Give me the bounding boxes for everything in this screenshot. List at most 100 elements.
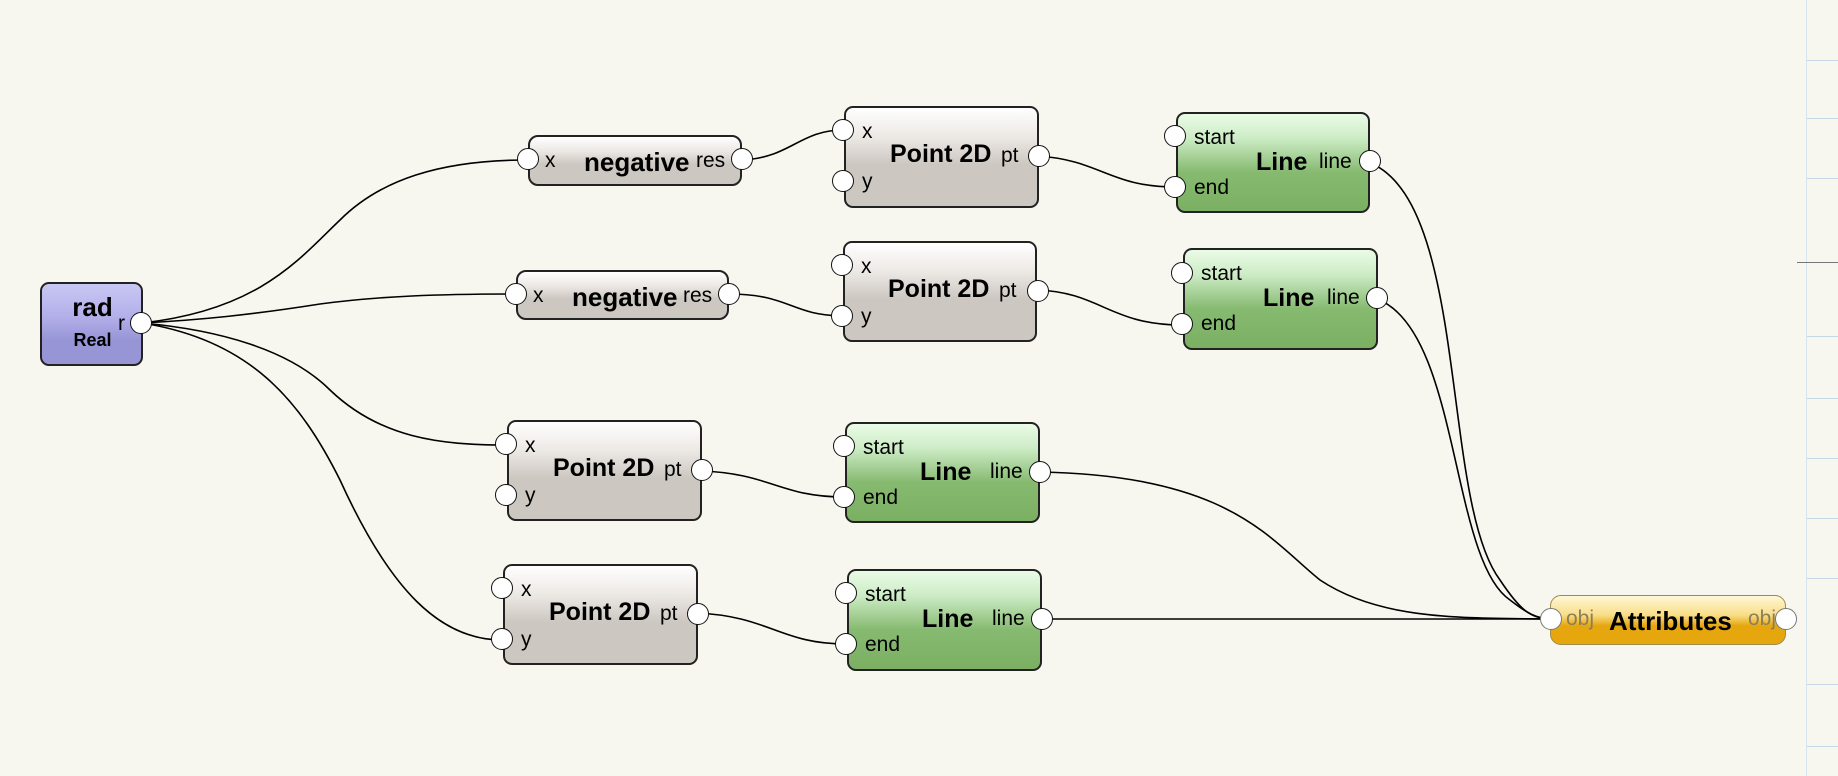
wire-point2d-2-line-2[interactable] xyxy=(1036,289,1183,326)
line-4-start-input-port[interactable] xyxy=(835,582,857,604)
node-subtitle: Real xyxy=(73,330,112,350)
wire-point2d-4-line-4[interactable] xyxy=(695,612,847,645)
wire-rad-negative-1[interactable] xyxy=(141,159,528,324)
input-port-label: x xyxy=(545,149,556,172)
line-1-line-output-port[interactable] xyxy=(1359,150,1381,172)
input-port-label: obj xyxy=(1566,607,1595,630)
line-4-line-output-port[interactable] xyxy=(1031,608,1053,630)
output-port-label: pt xyxy=(664,458,682,481)
output-port-label: line xyxy=(990,460,1023,483)
node-title: negative xyxy=(584,147,690,177)
point2d-3-pt-output-port[interactable] xyxy=(691,459,713,481)
ruler-tick xyxy=(1807,458,1838,459)
point2d-2-pt-output-port[interactable] xyxy=(1027,280,1049,302)
negative-2-x-input-port[interactable] xyxy=(505,283,527,305)
point2d-2-y-input-port[interactable] xyxy=(831,305,853,327)
wire-rad-negative-2[interactable] xyxy=(141,293,516,324)
input-x-label: x xyxy=(525,434,536,457)
node-title: Point 2D xyxy=(888,275,990,303)
wire-negative-2-point2d-2[interactable] xyxy=(727,293,843,317)
output-port-label: line xyxy=(992,607,1025,630)
negative-2-res-output-port[interactable] xyxy=(718,283,740,305)
point2d-4-x-input-port[interactable] xyxy=(491,577,513,599)
node-title: Line xyxy=(922,605,974,633)
line-node-2[interactable]: start end Line line xyxy=(1183,248,1378,350)
node-title: negative xyxy=(572,282,678,312)
node-title: Attributes xyxy=(1609,606,1732,636)
point2d-1-x-input-port[interactable] xyxy=(832,119,854,141)
line-2-end-input-port[interactable] xyxy=(1171,313,1193,335)
line-node-3[interactable]: start end Line line xyxy=(845,422,1040,523)
wire-negative-1-point2d-1[interactable] xyxy=(741,129,844,161)
output-port-label: pt xyxy=(999,279,1017,302)
line-4-end-input-port[interactable] xyxy=(835,633,857,655)
wire-point2d-3-line-3[interactable] xyxy=(699,470,845,498)
input-end-label: end xyxy=(1194,176,1230,199)
point2d-3-y-input-port[interactable] xyxy=(495,484,517,506)
point2d-3-x-input-port[interactable] xyxy=(495,433,517,455)
output-port-label: line xyxy=(1319,150,1352,173)
output-port-label: res xyxy=(683,284,713,307)
point2d-node-1[interactable]: x y Point 2D pt xyxy=(844,106,1039,208)
rad-value-node[interactable]: rad Real r xyxy=(40,282,143,366)
line-node-4[interactable]: start end Line line xyxy=(847,569,1042,671)
point2d-1-y-input-port[interactable] xyxy=(832,170,854,192)
negative-node-1[interactable]: x negative res xyxy=(528,135,742,186)
line-2-start-input-port[interactable] xyxy=(1171,262,1193,284)
wire-line-1-attributes[interactable] xyxy=(1367,161,1551,620)
line-1-end-input-port[interactable] xyxy=(1164,176,1186,198)
ruler-tick xyxy=(1807,684,1838,685)
node-title: Point 2D xyxy=(890,140,992,168)
ruler-tick xyxy=(1797,262,1838,263)
node-title: Line xyxy=(1256,148,1308,176)
point2d-node-3[interactable]: x y Point 2D pt xyxy=(507,420,702,521)
input-y-label: y xyxy=(862,170,873,193)
input-x-label: x xyxy=(861,255,872,278)
ruler-tick xyxy=(1807,578,1838,579)
input-start-label: start xyxy=(865,583,906,606)
ruler-tick xyxy=(1807,746,1838,747)
input-start-label: start xyxy=(1194,126,1235,149)
input-end-label: end xyxy=(865,633,901,656)
wire-line-2-attributes[interactable] xyxy=(1376,298,1551,620)
output-port-label: pt xyxy=(660,602,678,625)
point2d-node-2[interactable]: x y Point 2D pt xyxy=(843,241,1037,342)
attributes-obj-output-port[interactable] xyxy=(1775,608,1797,630)
point2d-1-pt-output-port[interactable] xyxy=(1028,145,1050,167)
point2d-node-4[interactable]: x y Point 2D pt xyxy=(503,564,698,665)
input-start-label: start xyxy=(1201,262,1242,285)
output-port-label: obj xyxy=(1748,607,1777,630)
ruler-tick xyxy=(1807,178,1838,179)
line-2-line-output-port[interactable] xyxy=(1366,287,1388,309)
line-3-start-input-port[interactable] xyxy=(833,435,855,457)
ruler-tick xyxy=(1807,518,1838,519)
attributes-node[interactable]: obj Attributes obj xyxy=(1550,595,1786,645)
attributes-obj-input-port[interactable] xyxy=(1540,608,1562,630)
wire-point2d-1-line-1[interactable] xyxy=(1037,155,1176,188)
node-title: Line xyxy=(920,458,972,486)
point2d-2-x-input-port[interactable] xyxy=(831,254,853,276)
negative-1-x-input-port[interactable] xyxy=(517,148,539,170)
wire-rad-point2d-3[interactable] xyxy=(141,322,507,446)
line-3-line-output-port[interactable] xyxy=(1029,461,1051,483)
output-port-label: line xyxy=(1327,286,1360,309)
line-3-end-input-port[interactable] xyxy=(833,486,855,508)
input-x-label: x xyxy=(521,578,532,601)
negative-node-2[interactable]: x negative res xyxy=(516,270,729,320)
input-end-label: end xyxy=(863,486,899,509)
point2d-4-pt-output-port[interactable] xyxy=(687,603,709,625)
ruler-tick xyxy=(1807,118,1838,119)
wire-rad-point2d-4[interactable] xyxy=(141,322,503,641)
line-node-1[interactable]: start end Line line xyxy=(1176,112,1370,213)
negative-1-res-output-port[interactable] xyxy=(731,148,753,170)
node-title: Point 2D xyxy=(549,598,651,626)
rad-r-output-port[interactable] xyxy=(130,312,152,334)
line-1-start-input-port[interactable] xyxy=(1164,125,1186,147)
node-title: Line xyxy=(1263,284,1315,312)
wire-line-3-attributes[interactable] xyxy=(1038,471,1551,620)
node-title: rad xyxy=(72,292,113,322)
input-end-label: end xyxy=(1201,312,1237,335)
input-y-label: y xyxy=(861,305,872,328)
point2d-4-y-input-port[interactable] xyxy=(491,628,513,650)
